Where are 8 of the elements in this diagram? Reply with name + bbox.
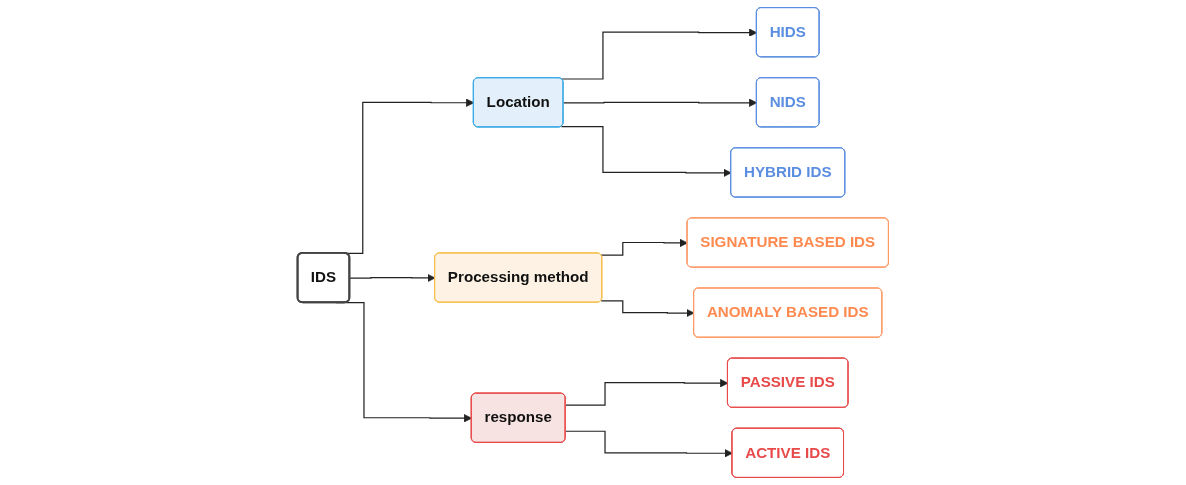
arrow	[349, 273, 436, 283]
arrow	[600, 300, 695, 318]
arrow	[562, 98, 758, 107]
arrow	[565, 379, 729, 406]
arrow	[560, 125, 732, 177]
arrow	[600, 238, 688, 256]
arrow	[560, 28, 758, 80]
arrow	[565, 430, 733, 458]
